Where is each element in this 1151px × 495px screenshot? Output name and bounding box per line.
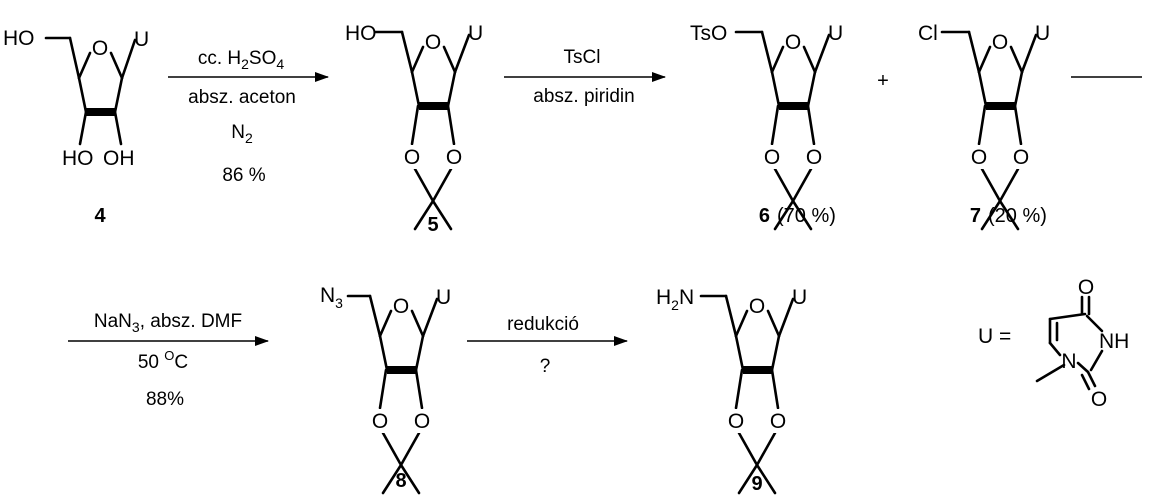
condition-text: absz. piridin [533,86,634,107]
atom-label: O [785,31,801,54]
atom-label: O [749,295,765,318]
atom-label: HO [62,147,94,170]
atom-label: O [404,146,420,169]
compound-number: 6 [759,205,770,227]
yield-text: (70 %) [777,205,836,227]
atom-label: O [92,37,108,60]
reaction-arrow-1: cc. H2SO4 absz. aceton N2 86 % [168,48,329,186]
atom-label: Cl [918,22,938,45]
compound-8: N3 O U O O 8 [320,284,451,495]
compound-7: Cl O U O O 7 (20 %) [918,22,1050,231]
compound-number: 5 [427,214,438,236]
atom-label: O [1013,146,1029,169]
atom-label: O [770,410,786,433]
atom-label: H2N [656,286,694,313]
plus-sign: + [877,70,889,92]
compound-4: HO O U HO OH 4 [3,27,149,227]
atom-label: U [828,22,843,45]
atom-label: U [436,286,451,309]
atom-label: N [1061,350,1076,373]
condition-text: redukció [507,314,579,335]
condition-text: 88% [146,389,184,410]
atom-label: N3 [320,284,343,311]
atom-label: OH [103,147,135,170]
compound-number: 7 [970,205,981,227]
uracil-legend: U = O NH N O [978,276,1129,411]
compound-number: 9 [751,473,762,495]
atom-label: O [806,146,822,169]
atom-label: U [1035,22,1050,45]
condition-text: N2 [231,122,253,146]
atom-label: O [971,146,987,169]
atom-label: O [1078,276,1094,299]
atom-label: O [372,410,388,433]
compound-number: 4 [94,205,106,227]
atom-label: O [414,410,430,433]
atom-label: NH [1099,330,1129,353]
condition-text: absz. aceton [188,87,296,108]
atom-label: O [446,146,462,169]
atom-label: HO [3,27,35,50]
condition-text: cc. H2SO4 [198,48,285,72]
atom-label: O [1091,388,1107,411]
reaction-arrow-2: TsCl absz. piridin [504,47,666,107]
atom-label: U [134,28,149,51]
compound-number: 8 [395,470,406,492]
reaction-arrow-3: NaN3, absz. DMF 50 OC 88% [68,311,269,410]
atom-label: O [992,31,1008,54]
atom-label: HO [345,22,377,45]
atom-label: O [764,146,780,169]
atom-label: O [425,31,441,54]
atom-label: U [792,286,807,309]
atom-label: O [728,410,744,433]
compound-6: TsO O U O O 6 (70 %) [690,22,843,231]
condition-text: 50 OC [138,348,188,373]
atom-label: TsO [690,22,727,45]
condition-text: ? [540,356,551,377]
condition-text: 86 % [222,165,265,186]
condition-text: NaN3, absz. DMF [94,311,242,335]
reaction-arrow-4: redukció ? [467,314,628,377]
condition-text: TsCl [564,47,601,68]
yield-text: (20 %) [988,205,1047,227]
atom-label: U [468,22,483,45]
compound-5: HO O U O O 5 [345,22,483,236]
compound-9: H2N O U O O 9 [656,286,807,495]
atom-label: O [393,295,409,318]
legend-label: U = [978,325,1011,348]
